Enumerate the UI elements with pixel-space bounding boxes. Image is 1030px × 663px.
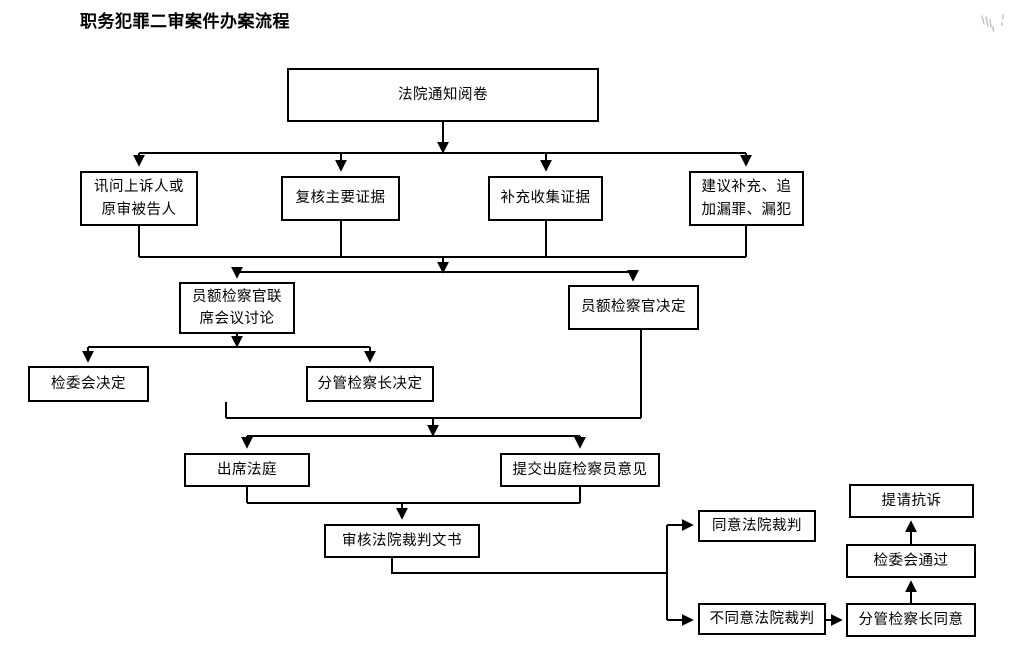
page-title: 职务犯罪二审案件办案流程	[80, 12, 290, 32]
node-review-key-evidence[interactable]: 复核主要证据	[281, 176, 400, 221]
node-agree-with-judgment[interactable]: 同意法院裁判	[698, 510, 816, 542]
node-suggest-add-charges[interactable]: 建议补充、追 加漏罪、漏犯	[689, 171, 804, 226]
node-request-protest[interactable]: 提请抗诉	[849, 484, 974, 518]
node-court-notice[interactable]: 法院通知阅卷	[287, 68, 599, 122]
node-label: 分管检察长决定	[317, 375, 423, 392]
node-label: 同意法院裁判	[712, 517, 802, 534]
node-label: 建议补充、追 加漏罪、漏犯	[701, 179, 792, 218]
node-deputy-chief-decision[interactable]: 分管检察长决定	[306, 366, 434, 402]
node-label: 员额检察官决定	[581, 299, 686, 316]
node-label: 检委会通过	[873, 552, 949, 569]
scan-artifact-mark	[981, 14, 1004, 32]
node-label: 讯问上诉人或 原审被告人	[94, 179, 184, 218]
node-label: 分管检察长同意	[858, 611, 964, 628]
node-label: 法院通知阅卷	[398, 86, 488, 103]
node-prosecutor-decision[interactable]: 员额检察官决定	[568, 285, 699, 330]
node-label: 补充收集证据	[500, 190, 591, 207]
node-disagree-with-judgment[interactable]: 不同意法院裁判	[698, 603, 826, 635]
node-prosecutor-joint-meeting[interactable]: 员额检察官联 席会议讨论	[179, 282, 295, 334]
node-submit-prosecutor-opinion[interactable]: 提交出庭检察员意见	[500, 453, 660, 487]
node-label: 员额检察官联 席会议讨论	[192, 288, 282, 327]
node-collect-supplementary-evidence[interactable]: 补充收集证据	[488, 176, 603, 221]
node-attend-court[interactable]: 出席法庭	[184, 453, 310, 487]
node-label: 审核法院裁判文书	[342, 532, 462, 549]
node-committee-approves[interactable]: 检委会通过	[846, 544, 976, 578]
node-procuratorial-committee-decision[interactable]: 检委会决定	[28, 366, 149, 402]
node-label: 出席法庭	[217, 461, 277, 478]
node-label: 复核主要证据	[295, 190, 386, 207]
node-deputy-chief-agrees[interactable]: 分管检察长同意	[846, 603, 976, 637]
node-review-judgment-document[interactable]: 审核法院裁判文书	[324, 524, 480, 558]
node-label: 提请抗诉	[881, 492, 942, 509]
node-label: 提交出庭检察员意见	[512, 461, 648, 478]
node-label: 不同意法院裁判	[709, 610, 815, 627]
leg-n12-right	[391, 558, 667, 574]
node-label: 检委会决定	[51, 375, 126, 392]
node-interrogate-appellant[interactable]: 讯问上诉人或 原审被告人	[80, 171, 198, 226]
